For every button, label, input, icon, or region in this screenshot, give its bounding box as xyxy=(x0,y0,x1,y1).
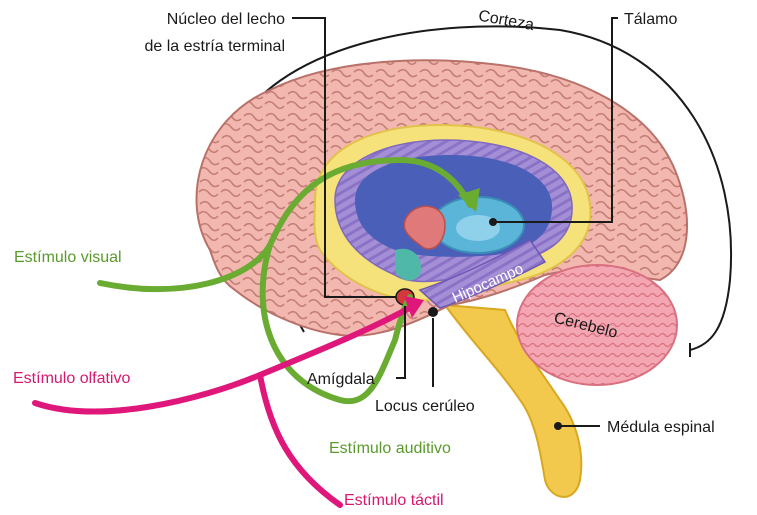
cortex-label: Corteza xyxy=(477,8,535,34)
amygdala-label: Amígdala xyxy=(307,371,375,388)
olfactory-stimulus-label: Estímulo olfativo xyxy=(13,370,130,387)
thalamus-label: Tálamo xyxy=(624,11,677,28)
bnst-label-line1: Núcleo del lecho xyxy=(167,11,285,28)
spinal-cord-label: Médula espinal xyxy=(607,419,715,436)
tactile-stimulus-label: Estímulo táctil xyxy=(344,492,444,509)
locus-coeruleus-label: Locus cerúleo xyxy=(375,398,475,415)
visual-stimulus-label: Estímulo visual xyxy=(14,249,122,266)
bnst-label-line2: de la estría terminal xyxy=(144,38,285,55)
auditory-stimulus-label: Estímulo auditivo xyxy=(329,440,451,457)
locus-coeruleus xyxy=(428,307,438,317)
